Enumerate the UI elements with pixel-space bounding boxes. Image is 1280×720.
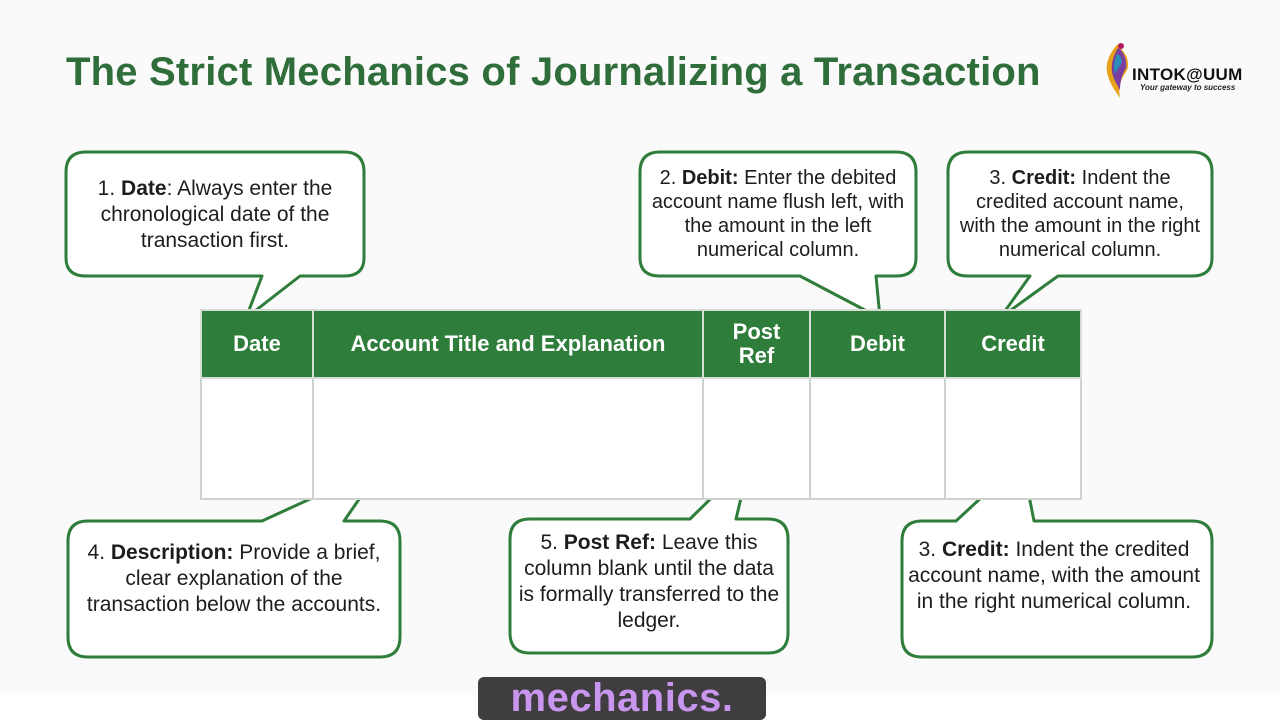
callout-credit-bottom-bubble [900,458,1214,659]
callout-description-text: 4. Description: Provide a brief, clear e… [86,541,382,616]
cell-account-title [312,377,704,500]
callout-date-bubble [64,150,366,320]
peacock-logo-icon [1106,43,1129,98]
callout-date-text: 1. Date: Always enter the chronological … [97,177,333,252]
journal-header-row: Date Account Title and Explanation Post … [200,309,1082,379]
journal-table: Date Account Title and Explanation Post … [200,309,1082,500]
callout-description-bubble [66,464,402,659]
callout-postref-text: 5. Post Ref: Leave this column blank unt… [518,531,780,632]
header-debit: Debit [809,309,946,379]
cell-debit [809,377,946,500]
callout-debit-bubble [638,150,918,320]
header-account-title: Account Title and Explanation [312,309,704,379]
table-row [200,377,1082,500]
callout-postref-bubble [508,458,790,655]
callout-credit-top-text: 3. Credit: Indent the credited account n… [959,167,1201,261]
brand-logo: INTOK@UUM Your gateway to success [1100,40,1260,102]
callout-credit-top-bubble [946,150,1214,320]
callout-bubbles [64,150,1214,659]
header-credit: Credit [944,309,1082,379]
logo-name: INTOK@UUM [1132,65,1243,84]
cell-credit [944,377,1082,500]
subtitle-caption: mechanics. [478,677,766,720]
cell-post-ref [702,377,811,500]
slide-title: The Strict Mechanics of Journalizing a T… [66,50,1041,94]
header-post-ref: Post Ref [702,309,811,379]
callout-debit-text: 2. Debit: Enter the debited account name… [651,167,905,261]
cell-date [200,377,314,500]
callout-credit-bottom-text: 3. Credit: Indent the credited account n… [908,538,1200,613]
header-date: Date [200,309,314,379]
logo-tagline: Your gateway to success [1140,83,1236,92]
